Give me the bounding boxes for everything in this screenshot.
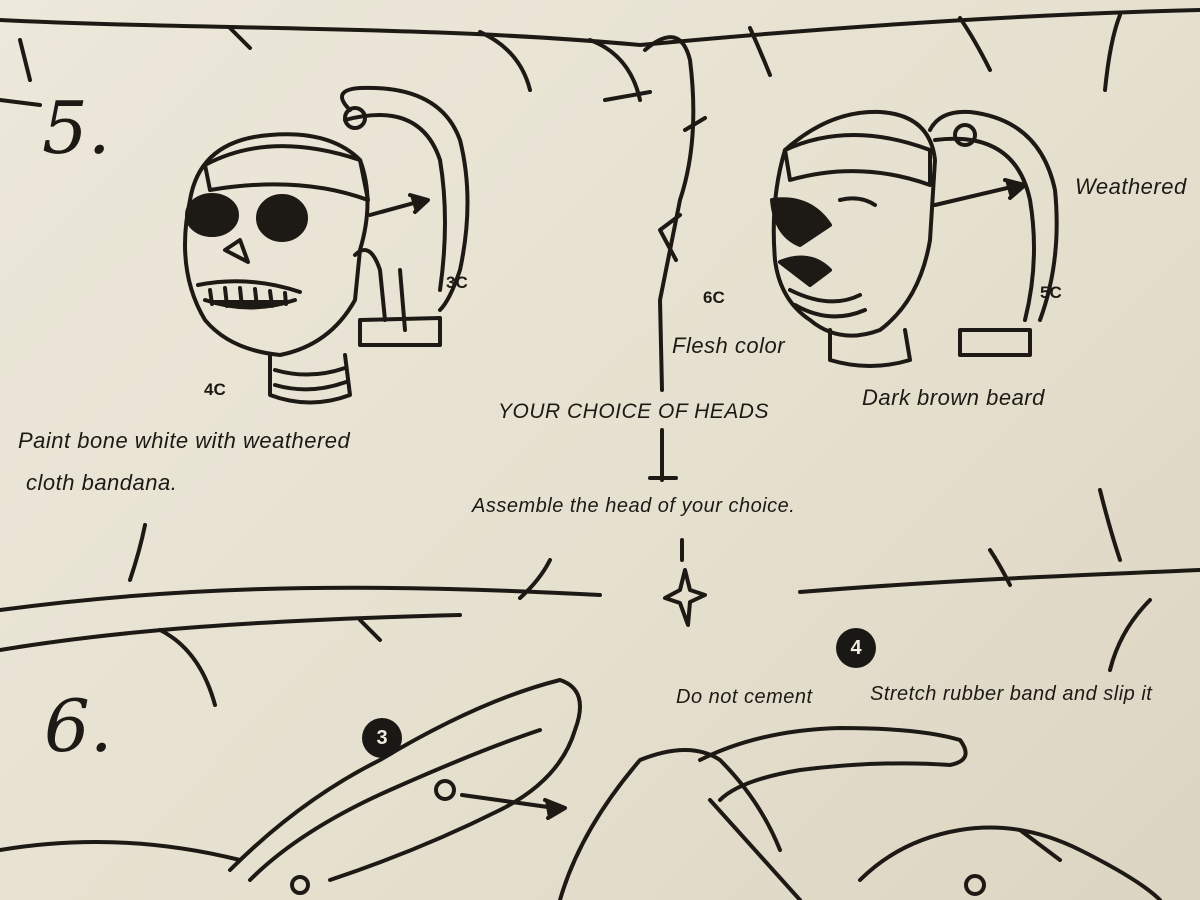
step-5-number: 5. [42, 86, 111, 170]
stretch-rubber-band-label: Stretch rubber band and slip it [870, 683, 1153, 705]
choice-heading: YOUR CHOICE OF HEADS [498, 400, 769, 423]
flesh-color-label: Flesh color [672, 333, 786, 358]
part-label-3c: 3C [446, 273, 468, 292]
dark-brown-beard-label: Dark brown beard [862, 385, 1045, 410]
part-label-6c: 6C [703, 288, 725, 307]
do-not-cement-label: Do not cement [676, 686, 813, 708]
step6-illustration [0, 678, 1162, 900]
skull-paint-line1: Paint bone white with weathered [18, 428, 351, 453]
pirate-head-illustration [770, 109, 1059, 368]
star-ornament [663, 568, 707, 627]
skull-paint-line2: cloth bandana. [26, 470, 178, 495]
step-6-number: 6. [44, 684, 113, 768]
callout-3-badge: 3 [362, 718, 402, 758]
skull-head-illustration [183, 85, 470, 405]
part-label-4c: 4C [204, 380, 226, 399]
thorn-vine-middle-right [798, 568, 1200, 594]
weathered-label: Weathered [1075, 174, 1187, 199]
part-label-5c: 5C [1040, 283, 1062, 302]
thorn-center [643, 35, 696, 392]
callout-4-badge: 4 [836, 628, 876, 668]
thorn-vine-top [0, 8, 1200, 47]
assemble-instruction: Assemble the head of your choice. [472, 495, 796, 517]
thorn-vine-middle-left [0, 585, 602, 612]
